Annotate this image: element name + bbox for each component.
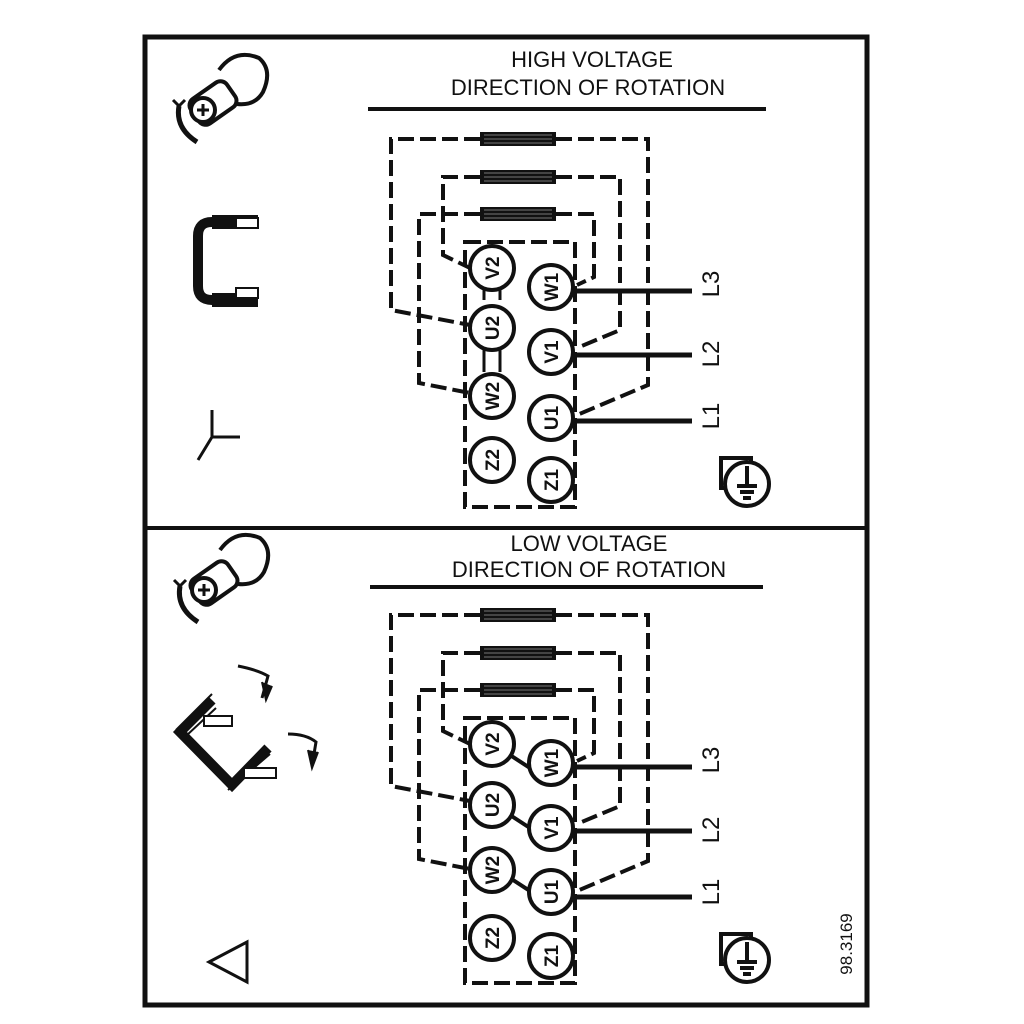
hv-terminal-u2: U2 xyxy=(468,304,516,352)
lv-line-label-l1: L1 xyxy=(698,879,725,906)
hv-terminal-z2: Z2 xyxy=(468,436,516,484)
star-symbol-icon xyxy=(196,410,240,461)
lv-line-label-l2: L2 xyxy=(698,817,725,844)
hv-title-line2: DIRECTION OF ROTATION xyxy=(451,75,725,100)
hv-terminal-v1: V1 xyxy=(527,328,575,376)
delta-link-bracket-icon xyxy=(172,664,319,793)
svg-text:W1: W1 xyxy=(542,272,563,301)
hv-title-line1: HIGH VOLTAGE xyxy=(511,47,673,72)
delta-symbol-icon xyxy=(205,939,249,985)
hv-coil-2 xyxy=(479,169,557,185)
high-voltage-panel: HIGH VOLTAGE DIRECTION OF ROTATION xyxy=(173,47,771,509)
lv-terminal-u2: U2 xyxy=(468,781,516,829)
lv-coil-3 xyxy=(479,682,557,698)
svg-text:U2: U2 xyxy=(483,316,504,340)
ground-icon xyxy=(719,932,771,984)
low-voltage-panel: LOW VOLTAGE DIRECTION OF ROTATION xyxy=(172,531,856,985)
svg-text:U1: U1 xyxy=(542,405,563,430)
lv-coil-2 xyxy=(479,645,557,661)
svg-text:W2: W2 xyxy=(483,382,504,411)
lv-line-label-l3: L3 xyxy=(698,747,725,774)
hv-winding-connections xyxy=(389,137,650,509)
hv-terminal-u1: U1 xyxy=(527,394,575,442)
ground-icon xyxy=(719,456,771,508)
svg-text:W2: W2 xyxy=(483,856,504,885)
lv-terminal-v1: V1 xyxy=(527,804,575,852)
svg-text:Z2: Z2 xyxy=(483,927,504,949)
lv-terminal-z1: Z1 xyxy=(527,932,575,980)
lv-winding-connections xyxy=(389,613,650,985)
svg-text:V1: V1 xyxy=(542,816,563,840)
lv-terminal-v2: V2 xyxy=(468,720,516,768)
hv-line-label-l2: L2 xyxy=(698,341,725,368)
star-link-bracket-icon xyxy=(193,215,259,307)
hv-coil-3 xyxy=(479,206,557,222)
rotation-screw-icon xyxy=(173,55,267,142)
lv-terminal-z2: Z2 xyxy=(468,914,516,962)
lv-title-line1: LOW VOLTAGE xyxy=(511,531,668,556)
svg-text:Z1: Z1 xyxy=(542,468,563,491)
svg-text:Z2: Z2 xyxy=(483,449,504,471)
lv-terminal-w2: W2 xyxy=(468,846,516,894)
svg-text:V2: V2 xyxy=(483,732,504,755)
svg-text:W1: W1 xyxy=(542,748,563,777)
lv-supply-lines xyxy=(573,764,692,900)
svg-text:Z1: Z1 xyxy=(542,944,563,967)
hv-line-label-l3: L3 xyxy=(698,271,725,298)
svg-text:U1: U1 xyxy=(542,879,563,904)
svg-text:V2: V2 xyxy=(483,256,504,279)
lv-coil-1 xyxy=(479,607,557,623)
lv-title-line2: DIRECTION OF ROTATION xyxy=(452,557,726,582)
rotation-screw-icon xyxy=(174,535,268,622)
outer-frame xyxy=(142,34,870,1008)
hv-line-label-l1: L1 xyxy=(698,403,725,430)
hv-supply-lines xyxy=(573,288,692,424)
hv-terminal-z1: Z1 xyxy=(527,456,575,504)
lv-terminal-u1: U1 xyxy=(527,868,575,916)
svg-text:U2: U2 xyxy=(483,793,504,817)
hv-star-bridge xyxy=(482,288,502,372)
document-number: 98.3169 xyxy=(837,913,856,974)
hv-terminal-w1: W1 xyxy=(527,263,575,311)
hv-terminal-v2: V2 xyxy=(468,244,516,292)
svg-text:V1: V1 xyxy=(542,340,563,364)
lv-terminal-w1: W1 xyxy=(527,739,575,787)
hv-coil-1 xyxy=(479,131,557,147)
hv-terminal-w2: W2 xyxy=(468,372,516,420)
